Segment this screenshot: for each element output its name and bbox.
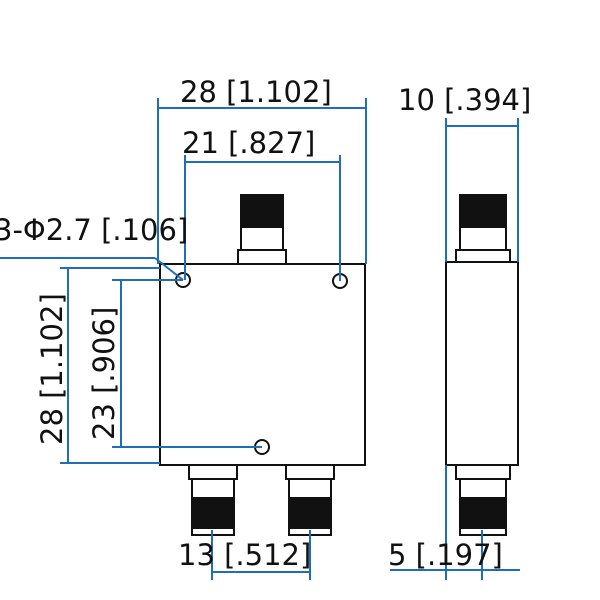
dimension-lines (0, 98, 520, 580)
front-body (159, 263, 366, 466)
top-connector (237, 194, 287, 265)
side-body (445, 261, 519, 466)
side-connector-offset-label: 5 [.197] (388, 538, 503, 572)
output-connector-spacing-label: 13 [.512] (178, 538, 311, 572)
overall-height-label: 28 [1.102] (35, 293, 69, 445)
overall-width-label: 28 [1.102] (180, 75, 332, 109)
hole-spacing-horizontal-label: 21 [.827] (182, 126, 315, 160)
side-top-connector (455, 194, 511, 263)
hole-spacing-vertical-label: 23 [.906] (87, 307, 121, 440)
holes-label: 3-Φ2.7 [.106] (0, 213, 188, 247)
depth-label: 10 [.394] (398, 83, 531, 117)
bottom-connector-left (188, 464, 238, 536)
bottom-connector-right (285, 464, 335, 536)
side-bottom-connector (455, 464, 511, 536)
